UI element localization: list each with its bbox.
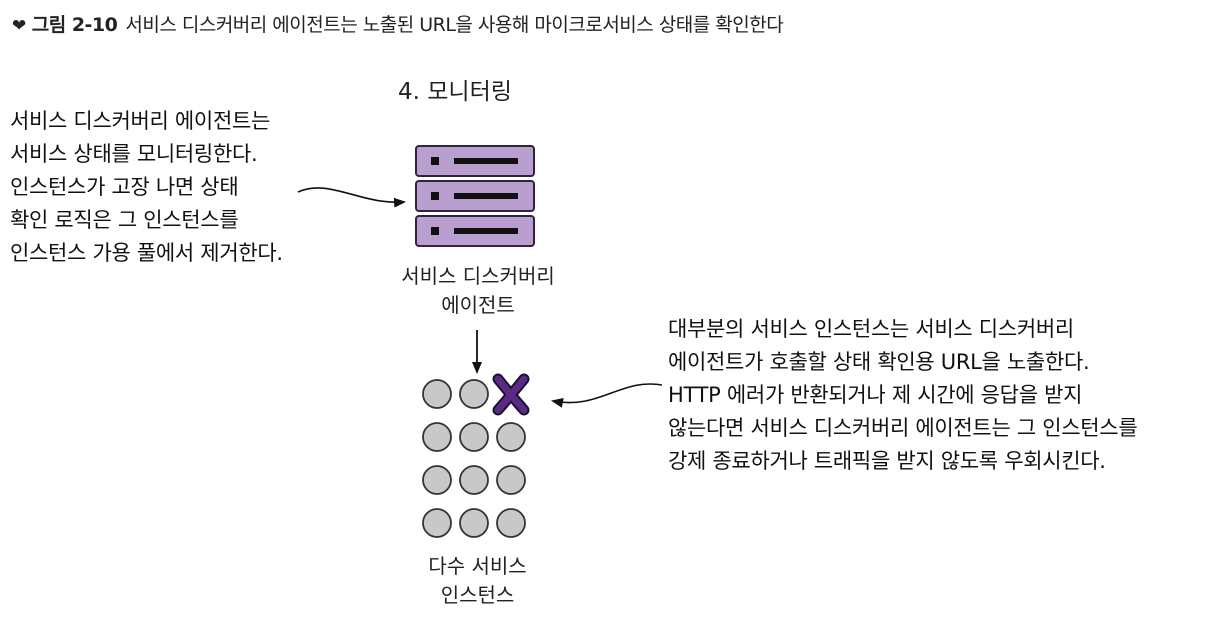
- stage-title: 4. 모니터링: [398, 79, 512, 105]
- service-instance: [459, 422, 489, 452]
- server-unit: [415, 215, 535, 247]
- failed-instance-x-icon: [492, 373, 530, 416]
- agent-label-line: 에이전트: [441, 293, 515, 317]
- annotation-arrow-right: [551, 383, 663, 408]
- server-icon: [415, 145, 535, 247]
- left-annotation-line: 서비스 상태를 모니터링한다.: [10, 142, 258, 166]
- right-annotation-line: 강제 종료하거나 트래픽을 받지 않도록 우회시킨다.: [668, 449, 1106, 473]
- left-annotation-line: 인스턴스 가용 풀에서 제거한다.: [10, 241, 283, 265]
- left-annotation: 서비스 디스커버리 에이전트는 서비스 상태를 모니터링한다. 인스턴스가 고장…: [10, 105, 283, 270]
- right-annotation-line: HTTP 에러가 반환되거나 제 시간에 응답을 받지: [668, 383, 1083, 407]
- agent-label: 서비스 디스커버리 에이전트: [380, 262, 576, 320]
- service-instance: [459, 465, 489, 495]
- service-instance: [422, 465, 452, 495]
- server-unit: [415, 180, 535, 212]
- service-instance: [496, 422, 526, 452]
- instance-grid: [422, 373, 530, 538]
- instances-label: 다수 서비스 인스턴스: [400, 552, 555, 610]
- service-instance: [496, 465, 526, 495]
- right-annotation-line: 않는다면 서비스 디스커버리 에이전트는 그 인스턴스를: [668, 416, 1138, 440]
- service-instance: [459, 508, 489, 538]
- service-instance: [422, 422, 452, 452]
- agent-label-line: 서비스 디스커버리: [401, 264, 555, 288]
- left-annotation-line: 확인 로직은 그 인스턴스를: [10, 208, 239, 232]
- figure-caption: ❤그림 2-10 서비스 디스커버리 에이전트는 노출된 URL을 사용해 마이크…: [12, 10, 784, 37]
- left-annotation-line: 서비스 디스커버리 에이전트는: [10, 109, 271, 133]
- right-annotation-line: 에이전트가 호출할 상태 확인용 URL을 노출한다.: [668, 350, 1090, 374]
- server-unit: [415, 145, 535, 177]
- instances-label-line: 인스턴스: [440, 583, 515, 607]
- right-annotation: 대부분의 서비스 인스턴스는 서비스 디스커버리 에이전트가 호출할 상태 확인…: [668, 313, 1138, 478]
- figure-number: 그림 2-10: [31, 14, 118, 36]
- instances-label-line: 다수 서비스: [428, 554, 527, 578]
- heart-icon: ❤: [12, 16, 26, 36]
- right-annotation-line: 대부분의 서비스 인스턴스는 서비스 디스커버리: [668, 317, 1074, 341]
- figure-caption-text: 서비스 디스커버리 에이전트는 노출된 URL을 사용해 마이크로서비스 상태를…: [125, 14, 784, 36]
- service-instance: [459, 379, 489, 409]
- left-annotation-line: 인스턴스가 고장 나면 상태: [10, 175, 239, 199]
- service-instance: [422, 508, 452, 538]
- annotation-arrow-left: [297, 187, 406, 208]
- service-instance: [496, 508, 526, 538]
- service-instance: [422, 379, 452, 409]
